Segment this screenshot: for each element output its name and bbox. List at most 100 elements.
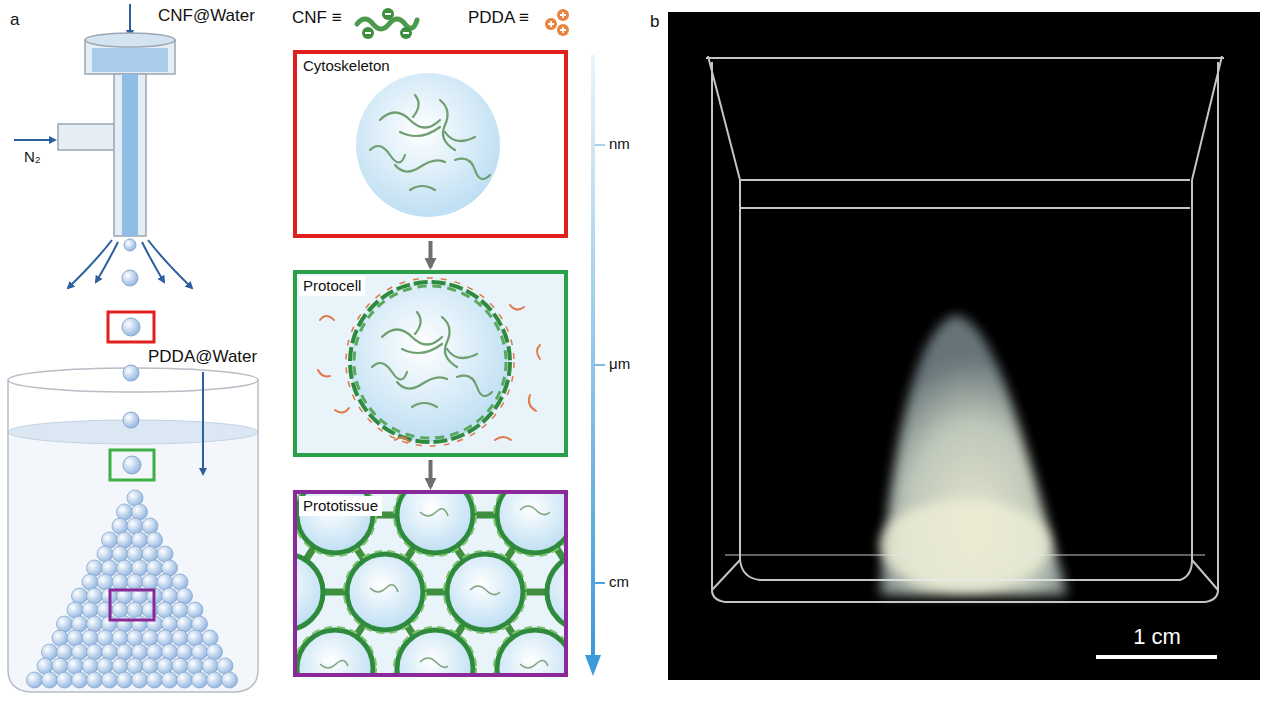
droplet-sphere [117, 672, 133, 688]
droplet-sphere [132, 616, 148, 632]
droplet-sphere [57, 672, 73, 688]
droplet-sphere [52, 630, 68, 646]
droplet-sphere [87, 672, 103, 688]
panel-letter: b [650, 12, 659, 32]
droplet-sphere [142, 658, 158, 674]
droplet-sphere [142, 574, 158, 590]
droplet-sphere [157, 546, 173, 562]
droplet-sphere [127, 658, 143, 674]
droplet-sphere [127, 630, 143, 646]
droplet-sphere [157, 630, 173, 646]
droplet-sphere [202, 658, 218, 674]
droplet-sphere [157, 658, 173, 674]
droplet-sphere [127, 490, 143, 506]
droplet-sphere [42, 644, 58, 660]
droplet-sphere [217, 658, 233, 674]
droplet-sphere [172, 602, 188, 618]
droplet-sphere [82, 658, 98, 674]
droplet-sphere [127, 602, 143, 618]
droplet-sphere [172, 574, 188, 590]
box-title: Protocell [299, 276, 365, 296]
droplet-sphere [177, 644, 193, 660]
panel-letter: a [10, 10, 19, 30]
droplet-sphere [42, 672, 58, 688]
droplet-sphere [147, 644, 163, 660]
droplet-sphere [132, 504, 148, 520]
droplet-sphere [27, 672, 43, 688]
droplet-sphere [172, 630, 188, 646]
droplet-sphere [97, 546, 113, 562]
droplet-sphere [117, 560, 133, 576]
photo [668, 12, 1260, 680]
droplet-sphere [142, 630, 158, 646]
droplet-sphere [157, 602, 173, 618]
cytoskeleton-cell [356, 73, 500, 217]
droplet-sphere [67, 658, 83, 674]
scale-bar-label: 1 cm [1133, 624, 1181, 649]
stage-box: Prototissue [293, 490, 568, 677]
droplet-sphere [132, 532, 148, 548]
droplet-sphere [192, 644, 208, 660]
stage-arrow [429, 241, 433, 267]
scale-label: cm [609, 573, 629, 590]
droplet-sphere [57, 644, 73, 660]
droplet-sphere [82, 574, 98, 590]
droplet-sphere [147, 560, 163, 576]
legend-key: CNF ≡ [292, 8, 342, 28]
droplet-sphere [192, 616, 208, 632]
droplet-sphere [142, 602, 158, 618]
input-label: CNF@Water [158, 6, 255, 26]
droplet-sphere [162, 560, 178, 576]
droplet-sphere [132, 560, 148, 576]
droplet-sphere [67, 630, 83, 646]
droplet-sphere [112, 546, 128, 562]
droplet-sphere [57, 616, 73, 632]
nozzle [14, 4, 192, 342]
bath-label: PDDA@Water [148, 347, 257, 367]
stage-box: Protocell [293, 270, 568, 457]
protocell [297, 274, 564, 453]
droplet-sphere [172, 658, 188, 674]
droplet-sphere [142, 546, 158, 562]
droplet-sphere [52, 658, 68, 674]
stage-arrow [429, 460, 433, 487]
droplet-sphere [162, 616, 178, 632]
droplet-sphere [132, 672, 148, 688]
droplet-sphere [67, 602, 83, 618]
droplet-sphere [82, 630, 98, 646]
droplet-sphere [177, 672, 193, 688]
droplet-sphere [127, 518, 143, 534]
droplet-sphere [142, 518, 158, 534]
droplet-sphere [117, 504, 133, 520]
droplet-sphere [72, 644, 88, 660]
beaker [8, 365, 258, 692]
droplet-sphere [117, 532, 133, 548]
droplet-sphere [187, 658, 203, 674]
droplet-sphere [162, 672, 178, 688]
droplet-sphere [202, 630, 218, 646]
scale-label: μm [609, 355, 630, 372]
droplet-sphere [112, 602, 128, 618]
droplet-sphere [207, 672, 223, 688]
droplet-sphere [147, 672, 163, 688]
droplet-sphere [87, 616, 103, 632]
droplet-sphere [102, 560, 118, 576]
droplet-sphere [127, 546, 143, 562]
box-title: Cytoskeleton [299, 56, 394, 76]
droplet-sphere [187, 630, 203, 646]
droplet-sphere [112, 630, 128, 646]
prototissue [297, 494, 564, 673]
gas-label: N₂ [24, 148, 41, 165]
droplet-sphere [72, 672, 88, 688]
droplet-sphere [97, 574, 113, 590]
droplet-sphere [112, 658, 128, 674]
droplet-sphere [72, 616, 88, 632]
droplet-sphere [132, 644, 148, 660]
droplet-sphere [112, 574, 128, 590]
droplet-sphere [117, 616, 133, 632]
droplet-sphere [87, 560, 103, 576]
cnf-icon [357, 8, 417, 39]
legend-key: PDDA ≡ [468, 8, 529, 28]
droplet-sphere [82, 602, 98, 618]
droplet-sphere [127, 574, 143, 590]
